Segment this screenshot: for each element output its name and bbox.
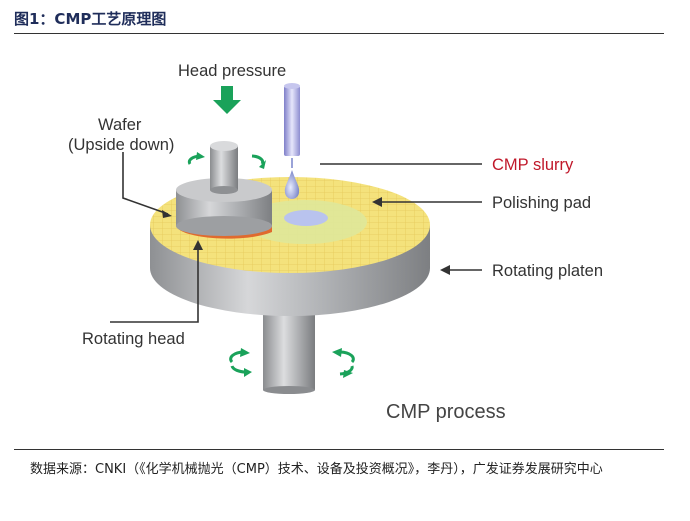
label-rotating-platen: Rotating platen	[492, 262, 603, 280]
slurry-droplet	[284, 170, 300, 199]
head-rotation-arrow-icon	[187, 152, 266, 169]
label-polishing-pad: Polishing pad	[492, 194, 591, 212]
label-wafer: Wafer	[98, 116, 142, 134]
cmp-diagram: Head pressure Wafer (Upside down) CMP sl…	[68, 62, 603, 423]
source-note: 数据来源：CNKI（《化学机械抛光（CMP）技术、设备及投资概况》，李丹），广发…	[30, 462, 603, 477]
label-wafer-upside-down: (Upside down)	[68, 136, 174, 154]
bottom-divider	[14, 449, 664, 450]
label-cmp-slurry: CMP slurry	[492, 156, 574, 174]
figure-title: 图1：CMP工艺原理图	[14, 10, 167, 28]
slurry-dispenser	[284, 83, 300, 199]
top-divider	[14, 33, 664, 34]
rotating-head	[176, 141, 272, 236]
head-pressure-arrow-icon	[213, 86, 241, 114]
platen-rotation-arrow-icon	[229, 348, 355, 378]
slurry-puddle	[284, 210, 328, 226]
label-rotating-head: Rotating head	[82, 330, 185, 348]
label-head-pressure: Head pressure	[178, 62, 286, 80]
leader-lines	[110, 152, 482, 323]
label-cmp-process: CMP process	[386, 401, 506, 423]
